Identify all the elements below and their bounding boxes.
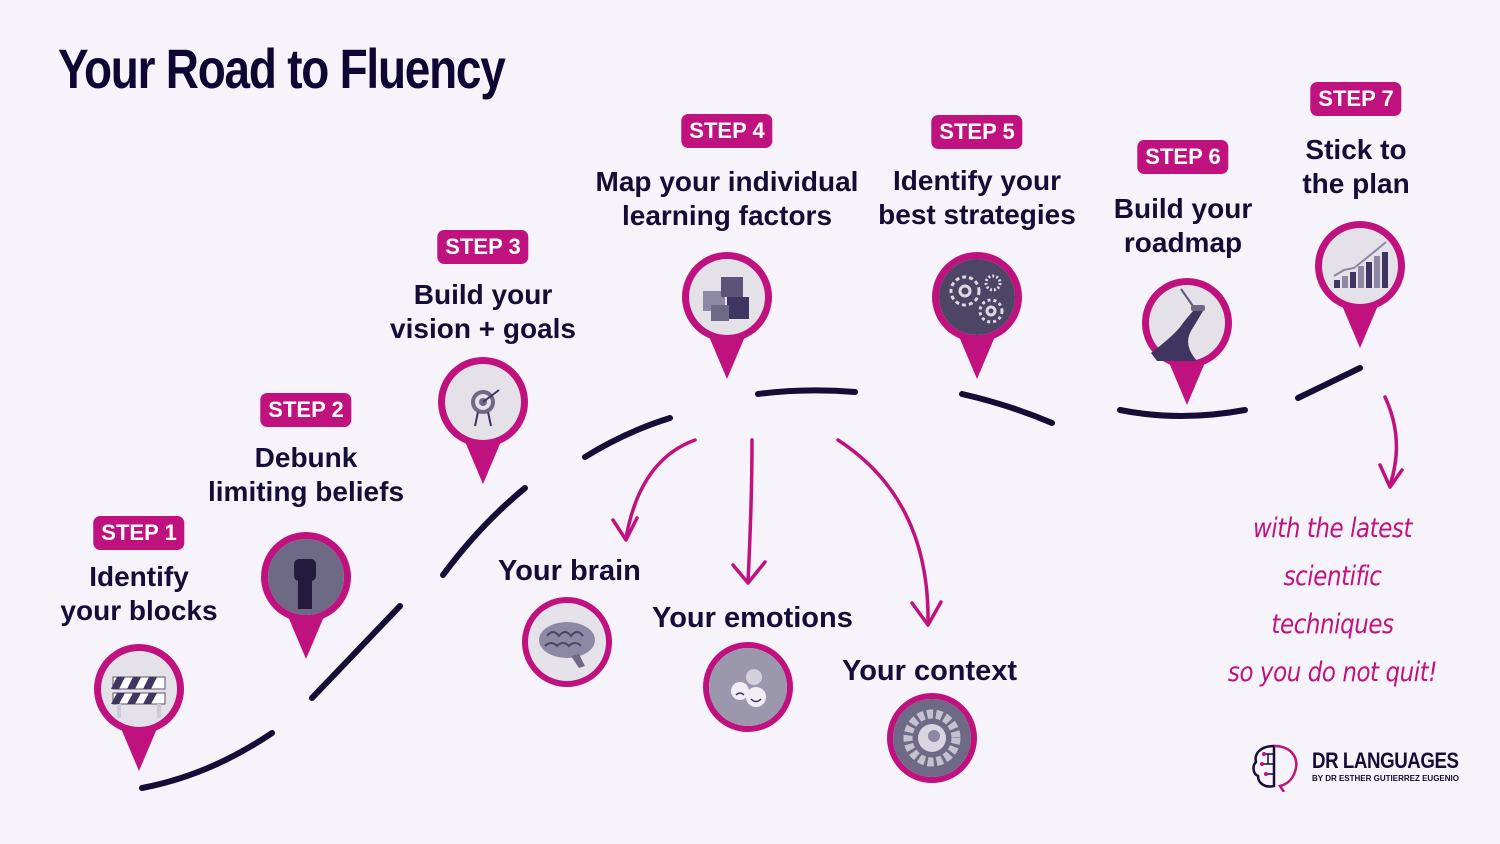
factor-emotions-circle: [703, 642, 793, 732]
road-segment: [755, 387, 858, 397]
factor-context-label: Your context: [842, 655, 1018, 687]
factor-brain-label: Your brain: [498, 555, 641, 587]
road-segment: [309, 603, 403, 701]
step-6-title-line2: roadmap: [1123, 227, 1243, 258]
step-5-pin: [932, 252, 1022, 379]
brand-name: DR LANGUAGES: [1312, 748, 1459, 773]
road-segment: [139, 730, 275, 791]
factor-context-circle: [887, 693, 977, 783]
arrow-to-brain-head: [611, 516, 639, 542]
puzzle-icon: [703, 277, 749, 321]
raised-fist-icon: [294, 559, 316, 609]
step-6-title: Build your roadmap: [1114, 192, 1252, 260]
arrow-to-context-head: [910, 600, 943, 627]
step-7-title-line1: Stick to: [1305, 134, 1407, 165]
step-6-title-line1: Build your: [1113, 193, 1253, 224]
step-2-title: Debunk limiting beliefs: [208, 441, 404, 509]
context-icon: [893, 699, 971, 777]
step-5-title-line2: best strategies: [878, 199, 1076, 230]
brain-icon: [539, 622, 595, 668]
brain-circuit-logo-icon: [1252, 744, 1298, 792]
step-4-badge: STEP 4: [681, 114, 773, 148]
road-segment: [440, 485, 528, 578]
step-4-title-line2: learning factors: [621, 200, 833, 231]
step-1-pin: [94, 644, 184, 771]
note-line2: scientific techniques: [1271, 561, 1394, 640]
step-3-pin: [438, 357, 528, 484]
step-5-title-line1: Identify your: [892, 165, 1062, 196]
step-7-pin: [1315, 221, 1405, 348]
page-title: Your Road to Fluency: [58, 37, 506, 100]
emotions-icon: [709, 648, 787, 726]
step-1-title-line1: Identify: [89, 561, 189, 592]
step-7-title: Stick to the plan: [1302, 133, 1409, 201]
step-1-badge: STEP 1: [93, 516, 185, 550]
step-3-title-line2: vision + goals: [390, 313, 576, 344]
road-segment: [1295, 365, 1363, 401]
step-1-title: Identify your blocks: [60, 560, 217, 628]
step-2-title-line2: limiting beliefs: [207, 476, 405, 507]
step-5-badge: STEP 5: [931, 115, 1023, 149]
road-segment: [1117, 407, 1248, 419]
arrow-to-context: [836, 438, 930, 626]
step-4-pin: [682, 252, 772, 379]
step-7-badge: STEP 7: [1310, 82, 1402, 116]
factor-brain-circle: [522, 597, 612, 687]
step-6-pin: [1142, 278, 1232, 405]
brand-byline: BY DR ESTHER GUTIERREZ EUGENIO: [1312, 774, 1459, 783]
arrow-to-brain: [624, 438, 697, 540]
step-7-title-line2: the plan: [1302, 168, 1410, 199]
road-roller-icon: [1151, 288, 1205, 361]
step-4-title-line1: Map your individual: [595, 166, 859, 197]
step-4-title: Map your individual learning factors: [596, 165, 859, 233]
arrow-to-emotions-head: [731, 560, 767, 585]
arrow-to-note: [1383, 395, 1399, 487]
roadblock-icon: [111, 676, 166, 718]
gears-icon: [949, 274, 1004, 324]
target-icon: [471, 389, 500, 427]
road-segment: [959, 391, 1055, 426]
step-3-title-line1: Build your: [413, 279, 553, 310]
step-2-title-line1: Debunk: [254, 442, 358, 473]
step-3-badge: STEP 3: [437, 230, 529, 264]
step-2-pin: [261, 532, 351, 659]
growth-chart-icon: [1333, 241, 1388, 288]
note-line1: with the latest: [1252, 513, 1413, 544]
note-line3: so you do not quit!: [1227, 657, 1438, 688]
arrow-to-emotions: [746, 438, 754, 584]
step-1-title-line2: your blocks: [60, 595, 218, 626]
brand-logo: DR LANGUAGES BY DR ESTHER GUTIERREZ EUGE…: [1250, 742, 1484, 792]
arrow-to-note-head: [1378, 463, 1404, 489]
road-segment: [582, 415, 673, 460]
step-6-badge: STEP 6: [1137, 140, 1229, 174]
step-5-title: Identify your best strategies: [878, 164, 1076, 232]
handwritten-note: with the latest scientific techniques so…: [1220, 505, 1445, 697]
factor-emotions-label: Your emotions: [652, 602, 853, 634]
step-2-badge: STEP 2: [260, 393, 352, 427]
step-3-title: Build your vision + goals: [390, 278, 576, 346]
